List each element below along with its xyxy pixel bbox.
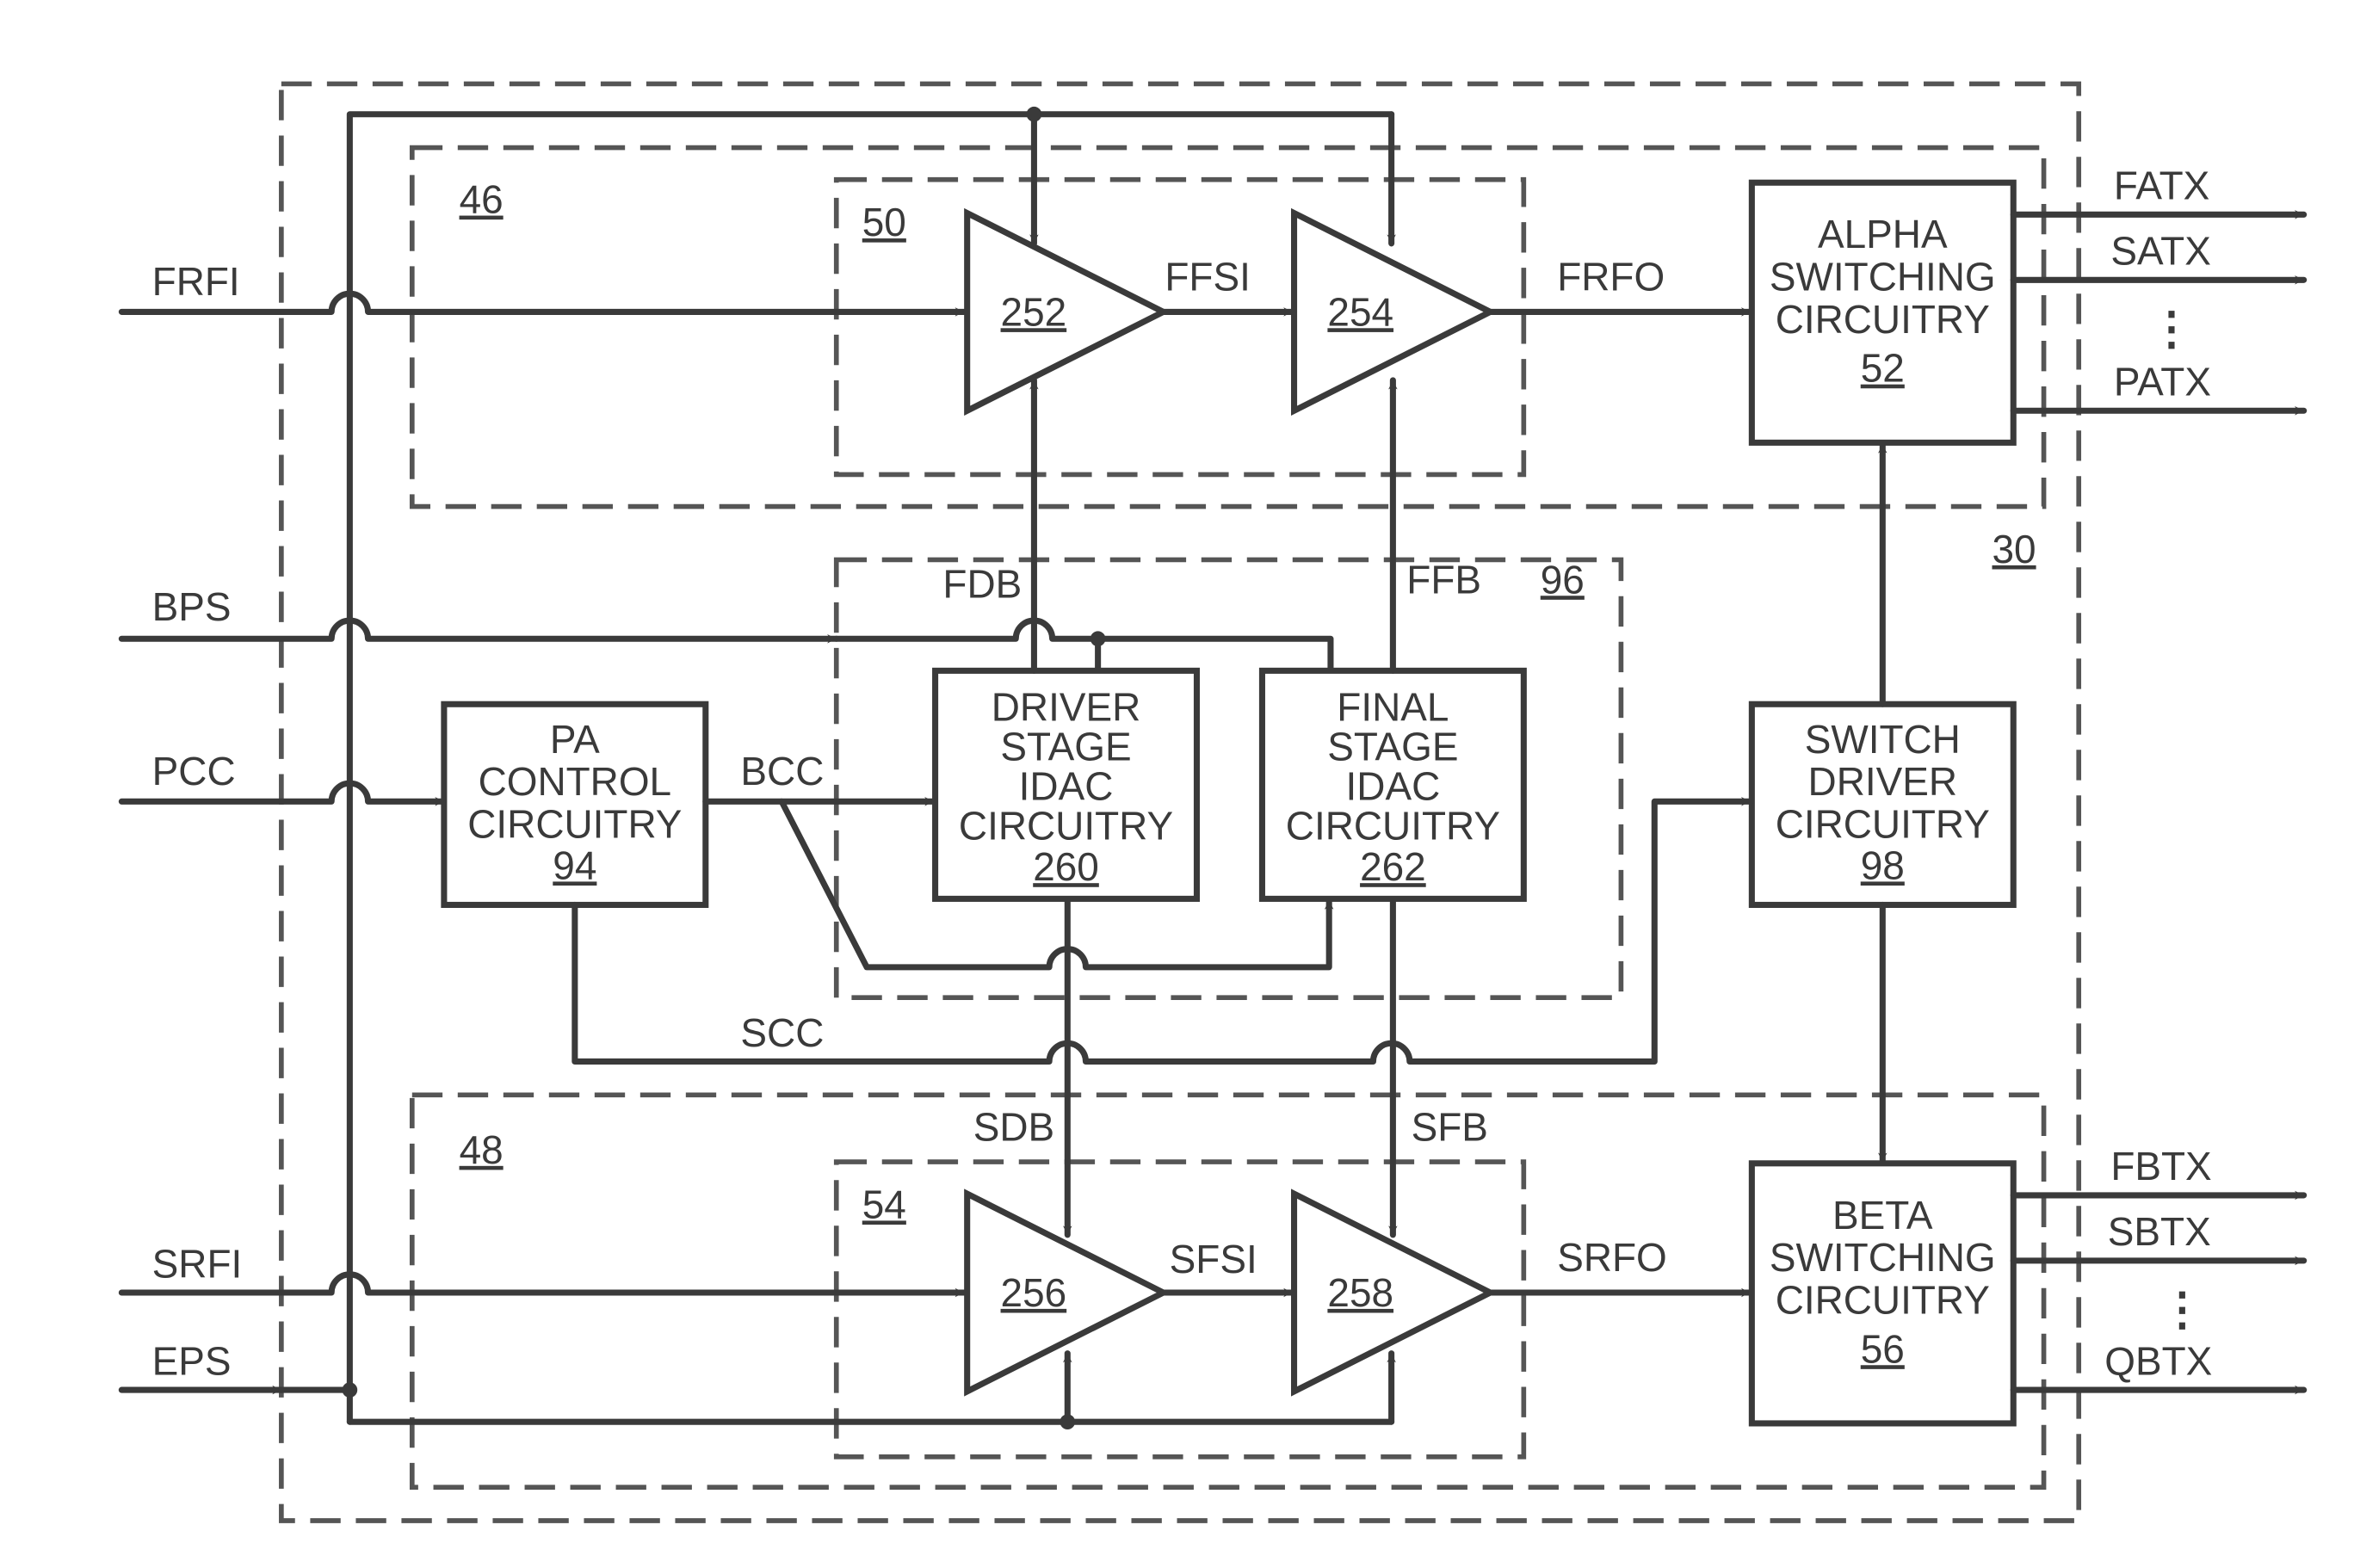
pcc-label: PCC [152,749,236,793]
final-idac-ref: 262 [1360,844,1426,889]
ffsi-label: FFSI [1165,255,1251,299]
ref-50: 50 [862,200,906,244]
pa-control-line-1: PA [550,717,600,762]
alpha-ref: 52 [1861,346,1905,391]
switch-driver-ref: 98 [1861,843,1905,887]
final-idac-line-4: CIRCUITRY [1286,803,1500,848]
driver-idac-line-1: DRIVER [992,685,1141,730]
scc-label: SCC [740,1010,824,1055]
sfsi-label: SFSI [1170,1237,1257,1281]
bps-label: BPS [152,584,232,629]
frfo-label: FRFO [1557,255,1665,299]
amplifier-258-label: 258 [1327,1270,1393,1315]
sbtx-label: SBTX [2108,1209,2211,1254]
fbtx-label: FBTX [2110,1144,2211,1188]
alpha-line-3: CIRCUITRY [1776,297,1990,342]
beta-line-3: CIRCUITRY [1776,1278,1990,1323]
junction-dot [1027,107,1042,122]
amplifier-252-label: 252 [1001,289,1067,334]
ref-48: 48 [460,1127,504,1172]
pa-control-ref: 94 [553,843,596,887]
final-idac-line-2: STAGE [1327,725,1458,769]
pa-control-line-3: CIRCUITRY [467,802,682,847]
satx-label: SATX [2110,229,2211,274]
alpha-line-1: ALPHA [1818,212,1948,256]
beta-line-2: SWITCHING [1770,1235,1996,1280]
pa-control-line-2: CONTROL [479,759,672,804]
driver-idac-ref: 260 [1033,844,1099,889]
srfi-label: SRFI [152,1241,243,1286]
alpha-ellipsis: ⋮ [2148,304,2194,355]
amplifier-256-label: 256 [1001,1270,1067,1315]
ref-96: 96 [1541,557,1585,602]
ref-46: 46 [460,177,504,222]
bcc-label: BCC [740,749,824,793]
ref-54: 54 [862,1182,906,1226]
eps-label: EPS [152,1338,232,1383]
driver-idac-line-2: STAGE [1000,725,1131,769]
beta-ref: 56 [1861,1326,1905,1371]
switch-driver-line-1: SWITCH [1805,717,1961,762]
ref-30: 30 [1993,527,2036,571]
driver-idac-line-3: IDAC [1019,764,1114,809]
junction-dot [1091,631,1106,646]
bps-internal [837,620,1331,670]
junction-dot [1060,1414,1075,1429]
fatx-label: FATX [2114,164,2209,208]
driver-idac-line-4: CIRCUITRY [959,803,1173,848]
switch-driver-line-2: DRIVER [1808,759,1958,804]
fdb-label: FDB [942,562,1022,607]
final-idac-line-1: FINAL [1337,685,1449,730]
switch-driver-line-3: CIRCUITRY [1776,802,1990,847]
amplifier-254-label: 254 [1327,289,1393,334]
sdb-label: SDB [973,1104,1054,1149]
alpha-line-2: SWITCHING [1770,255,1996,299]
sfb-label: SFB [1412,1104,1488,1149]
final-idac-line-3: IDAC [1346,764,1441,809]
srfo-label: SRFO [1557,1235,1667,1280]
qbtx-label: QBTX [2104,1338,2212,1383]
ffb-label: FFB [1406,557,1481,602]
patx-label: PATX [2114,360,2211,404]
beta-ellipsis: ⋮ [2159,1284,2205,1335]
beta-line-1: BETA [1832,1193,1933,1238]
frfi-label: FRFI [152,259,240,304]
